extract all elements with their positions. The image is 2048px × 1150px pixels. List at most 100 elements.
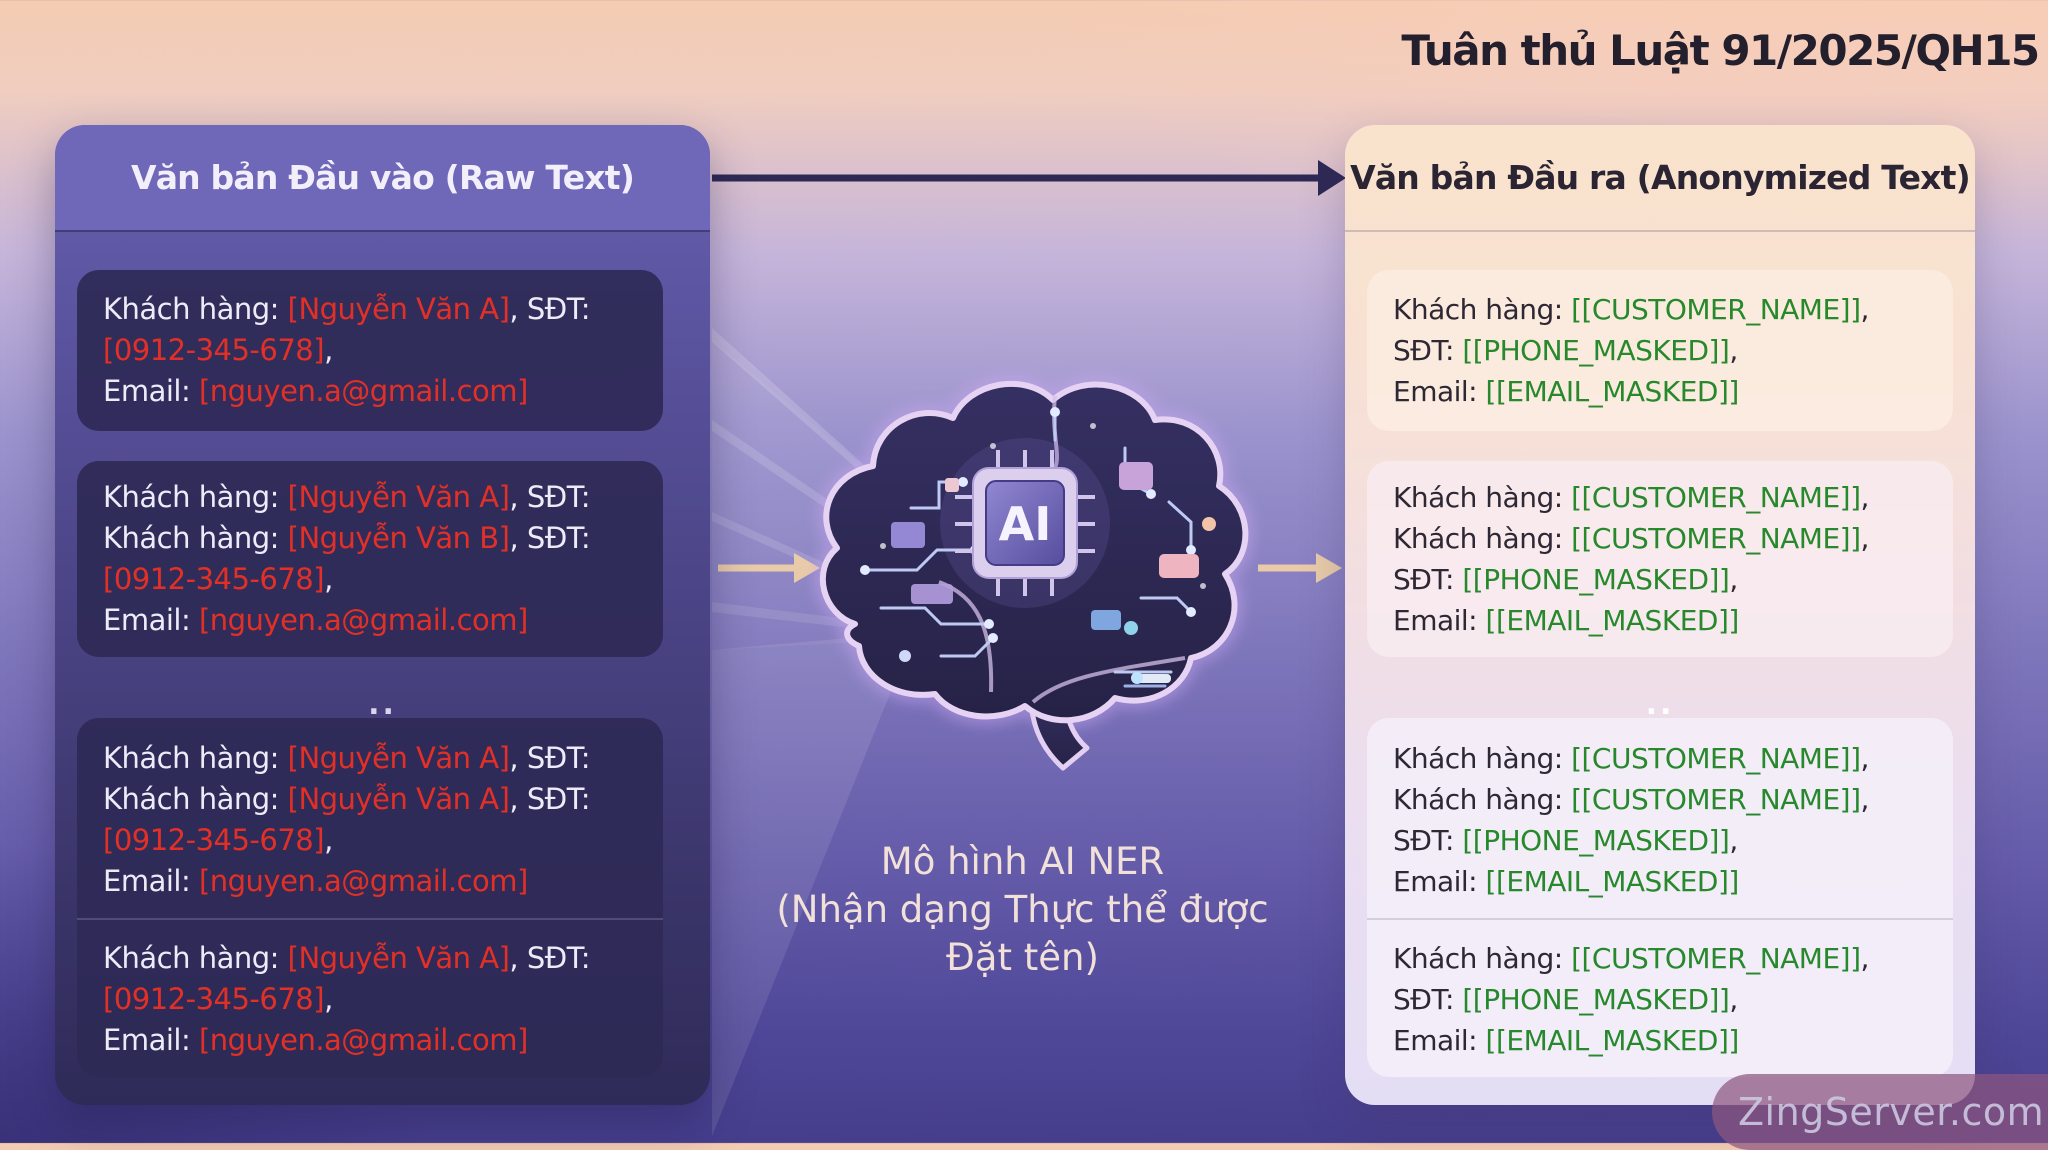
text-segment: Khách hàng: bbox=[1393, 522, 1572, 555]
masked-text: [[CUSTOMER_NAME]] bbox=[1571, 742, 1861, 775]
card-line: Khách hàng: [Nguyễn Văn A], SĐT: bbox=[103, 938, 637, 979]
pii-text: [0912-345-678] bbox=[103, 982, 325, 1016]
pii-text: [Nguyễn Văn A] bbox=[287, 741, 510, 775]
card-line: SĐT: [[PHONE_MASKED]], bbox=[1393, 559, 1927, 600]
ai-model-caption: Mô hình AI NER (Nhận dạng Thực thể được … bbox=[650, 838, 1395, 982]
masked-text: [[PHONE_MASKED]] bbox=[1462, 334, 1730, 367]
masked-text: [[CUSTOMER_NAME]] bbox=[1571, 783, 1861, 816]
card-line: Email: [[EMAIL_MASKED]] bbox=[1393, 600, 1927, 641]
card-line: SĐT: [[PHONE_MASKED]], bbox=[1393, 979, 1927, 1020]
text-segment: Khách hàng: bbox=[103, 480, 288, 514]
text-segment: Khách hàng: bbox=[103, 521, 288, 555]
caption-line-3: Đặt tên) bbox=[946, 936, 1099, 979]
card-line: Khách hàng: [Nguyễn Văn A], SĐT: bbox=[103, 289, 637, 330]
masked-text: [[EMAIL_MASKED]] bbox=[1485, 604, 1740, 637]
input-ellipsis: .. bbox=[368, 687, 397, 722]
card-line: Khách hàng: [Nguyễn Văn A], SĐT: bbox=[103, 779, 637, 820]
output-card-3: Khách hàng: [[CUSTOMER_NAME]],Khách hàng… bbox=[1367, 718, 1953, 918]
card-line: Khách hàng: [[CUSTOMER_NAME]], bbox=[1393, 289, 1927, 330]
text-segment: Email: bbox=[1393, 375, 1486, 408]
text-segment: SĐT: bbox=[1393, 563, 1463, 596]
ai-brain-illustration: AI bbox=[814, 375, 1254, 771]
pii-text: [nguyen.a@gmail.com] bbox=[198, 1023, 528, 1057]
text-segment: Email: bbox=[103, 603, 199, 637]
output-panel-header: Văn bản Đầu ra (Anonymized Text) bbox=[1345, 125, 1975, 232]
text-segment: , bbox=[324, 333, 333, 367]
text-segment: Khách hàng: bbox=[1393, 783, 1572, 816]
text-segment: SĐT: bbox=[1393, 983, 1463, 1016]
top-flow-arrow bbox=[712, 160, 1346, 196]
pii-text: [0912-345-678] bbox=[103, 823, 325, 857]
input-panel: Văn bản Đầu vào (Raw Text) Khách hàng: [… bbox=[55, 125, 710, 1105]
masked-text: [[CUSTOMER_NAME]] bbox=[1571, 481, 1861, 514]
card-line: Khách hàng: [[CUSTOMER_NAME]], bbox=[1393, 477, 1927, 518]
text-segment: Khách hàng: bbox=[1393, 293, 1572, 326]
text-segment: SĐT: bbox=[1393, 334, 1463, 367]
text-segment: , bbox=[1729, 824, 1738, 857]
card-line: Email: [[EMAIL_MASKED]] bbox=[1393, 1020, 1927, 1061]
card-line: SĐT: [[PHONE_MASKED]], bbox=[1393, 330, 1927, 371]
text-segment: Email: bbox=[1393, 865, 1486, 898]
text-segment: , bbox=[324, 982, 333, 1016]
text-segment: , bbox=[1860, 942, 1870, 975]
card-line: Email: [nguyen.a@gmail.com] bbox=[103, 861, 637, 902]
text-segment: , SĐT: bbox=[509, 741, 591, 775]
card-line: Khách hàng: [[CUSTOMER_NAME]], bbox=[1393, 779, 1927, 820]
pii-text: [nguyen.a@gmail.com] bbox=[198, 374, 528, 408]
output-card-group: Khách hàng: [[CUSTOMER_NAME]],Khách hàng… bbox=[1367, 718, 1953, 1077]
input-card-4: Khách hàng: [Nguyễn Văn A], SĐT:[0912-34… bbox=[77, 918, 663, 1077]
text-segment: , SĐT: bbox=[509, 941, 591, 975]
input-panel-title: Văn bản Đầu vào (Raw Text) bbox=[130, 158, 635, 197]
pii-text: [Nguyễn Văn A] bbox=[287, 292, 510, 326]
text-segment: , bbox=[1860, 783, 1870, 816]
text-segment: , bbox=[1860, 481, 1870, 514]
card-line: Khách hàng: [Nguyễn Văn A], SĐT: bbox=[103, 738, 637, 779]
card-line: Email: [nguyen.a@gmail.com] bbox=[103, 371, 637, 412]
input-panel-header: Văn bản Đầu vào (Raw Text) bbox=[55, 125, 710, 232]
card-line: [0912-345-678], bbox=[103, 820, 637, 861]
masked-text: [[PHONE_MASKED]] bbox=[1462, 563, 1730, 596]
text-segment: , bbox=[1729, 334, 1738, 367]
pii-text: [Nguyễn Văn A] bbox=[287, 480, 510, 514]
input-card-group: Khách hàng: [Nguyễn Văn A], SĐT:Khách hà… bbox=[77, 718, 663, 1077]
pii-text: [0912-345-678] bbox=[103, 333, 325, 367]
text-segment: , bbox=[324, 562, 333, 596]
text-segment: , bbox=[1860, 522, 1870, 555]
text-segment: , bbox=[1860, 293, 1870, 326]
card-line: [0912-345-678], bbox=[103, 979, 637, 1020]
pii-text: [0912-345-678] bbox=[103, 562, 325, 596]
text-segment: , bbox=[1860, 742, 1870, 775]
text-segment: , bbox=[324, 823, 333, 857]
masked-text: [[CUSTOMER_NAME]] bbox=[1571, 522, 1861, 555]
text-segment: SĐT: bbox=[1393, 824, 1463, 857]
text-segment: Khách hàng: bbox=[1393, 481, 1572, 514]
output-panel: Văn bản Đầu ra (Anonymized Text) Khách h… bbox=[1345, 125, 1975, 1105]
masked-text: [[CUSTOMER_NAME]] bbox=[1571, 293, 1861, 326]
output-panel-title: Văn bản Đầu ra (Anonymized Text) bbox=[1350, 158, 1971, 197]
pii-text: [nguyen.a@gmail.com] bbox=[198, 603, 528, 637]
model-to-output-arrow bbox=[1258, 553, 1342, 583]
masked-text: [[CUSTOMER_NAME]] bbox=[1571, 942, 1861, 975]
output-card-1: Khách hàng: [[CUSTOMER_NAME]],SĐT: [[PHO… bbox=[1367, 270, 1953, 431]
card-line: Email: [[EMAIL_MASKED]] bbox=[1393, 371, 1927, 412]
output-card-4: Khách hàng: [[CUSTOMER_NAME]],SĐT: [[PHO… bbox=[1367, 918, 1953, 1077]
input-card-1: Khách hàng: [Nguyễn Văn A], SĐT:[0912-34… bbox=[77, 270, 663, 431]
card-line: Khách hàng: [Nguyễn Văn A], SĐT: bbox=[103, 477, 637, 518]
output-card-2: Khách hàng: [[CUSTOMER_NAME]],Khách hàng… bbox=[1367, 461, 1953, 657]
pii-text: [Nguyễn Văn A] bbox=[287, 782, 510, 816]
caption-line-2: (Nhận dạng Thực thể được bbox=[776, 888, 1269, 931]
card-line: Khách hàng: [[CUSTOMER_NAME]], bbox=[1393, 738, 1927, 779]
card-line: Email: [nguyen.a@gmail.com] bbox=[103, 1020, 637, 1061]
card-line: Email: [nguyen.a@gmail.com] bbox=[103, 600, 637, 641]
card-line: Email: [[EMAIL_MASKED]] bbox=[1393, 861, 1927, 902]
text-segment: Khách hàng: bbox=[103, 292, 288, 326]
card-line: Khách hàng: [[CUSTOMER_NAME]], bbox=[1393, 518, 1927, 559]
ai-chip-label: AI bbox=[999, 497, 1052, 551]
card-line: [0912-345-678], bbox=[103, 559, 637, 600]
compliance-title: Tuân thủ Luật 91/2025/QH15 bbox=[1401, 26, 2040, 75]
text-segment: , SĐT: bbox=[509, 521, 591, 555]
text-segment: Email: bbox=[103, 374, 199, 408]
masked-text: [[EMAIL_MASKED]] bbox=[1485, 375, 1740, 408]
text-segment: Khách hàng: bbox=[103, 741, 288, 775]
pii-text: [nguyen.a@gmail.com] bbox=[198, 864, 528, 898]
